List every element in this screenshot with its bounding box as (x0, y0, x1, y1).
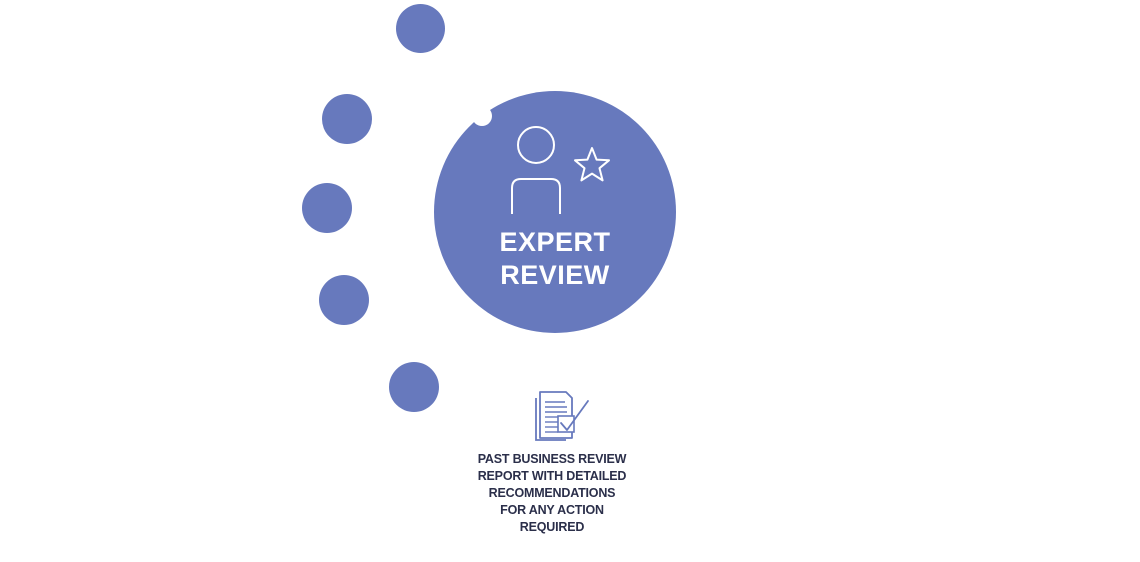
main-title: EXPERT REVIEW (434, 226, 676, 292)
step-dot-5 (389, 362, 439, 412)
caption-line-1: PAST BUSINESS REVIEW (477, 452, 627, 466)
main-title-line-1: EXPERT (499, 227, 611, 257)
report-caption: PAST BUSINESS REVIEW REPORT WITH DETAILE… (452, 451, 652, 536)
expert-person-star-icon (511, 126, 610, 214)
step-dot-4 (319, 275, 369, 325)
step-dot-2 (322, 94, 372, 144)
caption-line-2: REPORT WITH DETAILED (477, 469, 627, 483)
caption-line-4: FOR ANY ACTION (500, 503, 604, 517)
document-check-icon (535, 391, 589, 441)
main-title-line-2: REVIEW (500, 260, 610, 290)
caption-line-3: RECOMMENDATIONS (488, 486, 616, 500)
step-dot-1 (396, 4, 445, 53)
circle-notch (472, 106, 492, 126)
step-dot-3 (302, 183, 352, 233)
caption-line-5: REQUIRED (519, 520, 585, 534)
expert-review-circle (434, 91, 676, 333)
